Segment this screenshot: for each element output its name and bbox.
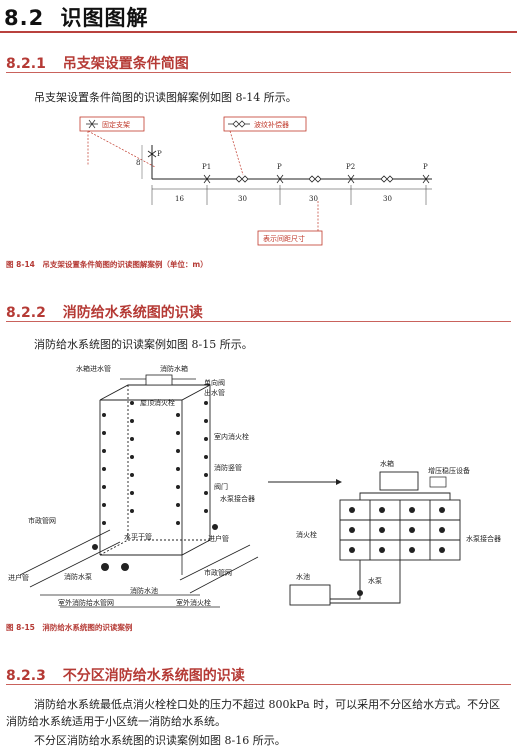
paragraph-821: 吊支架设置条件简图的识读图解案例如图 8-14 所示。 — [34, 91, 297, 104]
svg-text:市政管网: 市政管网 — [28, 516, 56, 525]
svg-text:30: 30 — [309, 195, 318, 203]
figure-8-15-diagram: 水箱进水管 消防水箱 单向阀 出水管 屋顶消火栓 室内消火栓 消防竖管 阀门 水… — [8, 364, 501, 608]
callout-box-fixed — [79, 116, 145, 132]
pressure-device — [429, 476, 447, 488]
pump-pipes — [330, 560, 401, 604]
svg-text:P: P — [423, 163, 428, 171]
compensator-marks — [235, 175, 394, 183]
water-tank-right — [379, 471, 419, 491]
svg-text:8: 8 — [136, 159, 140, 167]
subsection-rule — [6, 321, 511, 322]
svg-text:消火栓: 消火栓 — [296, 530, 317, 539]
svg-text:出水管: 出水管 — [204, 388, 225, 397]
callout-spacing-text: 表示间距尺寸 — [263, 234, 305, 243]
svg-text:16: 16 — [175, 195, 184, 203]
svg-text:消防水箱: 消防水箱 — [160, 364, 188, 373]
svg-text:水箱进水管: 水箱进水管 — [76, 364, 111, 373]
pump-icon — [357, 590, 363, 596]
subsection-rule — [6, 72, 511, 73]
fixed-support-icon — [86, 119, 98, 129]
svg-text:增压稳压设备: 增压稳压设备 — [428, 466, 470, 475]
roof-tank — [145, 374, 173, 386]
subsection-rule — [6, 684, 511, 685]
figure-8-14-diagram: 固定支架 波纹补偿器 P 8 P1 P P2 P 16 30 30 30 — [79, 116, 432, 246]
dimension-line — [151, 185, 432, 205]
svg-text:30: 30 — [383, 195, 392, 203]
svg-text:水平干管: 水平干管 — [124, 532, 152, 541]
svg-text:进户管: 进户管 — [8, 573, 29, 582]
building-frame — [99, 384, 211, 556]
section-title: 8.2 识图图解 — [4, 6, 149, 30]
svg-text:进户管: 进户管 — [208, 534, 229, 543]
ground-pipes — [19, 529, 259, 608]
svg-text:消防水泵: 消防水泵 — [64, 572, 92, 581]
compensator-icon — [228, 120, 250, 128]
paragraph-823-2: 不分区消防给水系统图的识读案例如图 8-16 所示。 — [34, 734, 286, 747]
svg-text:30: 30 — [238, 195, 247, 203]
subsection-heading-823: 8.2.3 不分区消防给水系统图的识读 — [6, 668, 245, 684]
left-labels: 水箱进水管 消防水箱 单向阀 出水管 屋顶消火栓 室内消火栓 消防竖管 阀门 水… — [8, 364, 255, 607]
water-pool — [289, 584, 331, 606]
svg-text:水泵接合器: 水泵接合器 — [220, 494, 255, 503]
pumps — [92, 524, 218, 571]
hydrant-network — [339, 492, 461, 561]
hydrant-dots-right — [349, 507, 445, 553]
svg-text:室外消火栓: 室外消火栓 — [176, 598, 211, 607]
svg-text:水箱: 水箱 — [380, 459, 394, 468]
svg-text:P: P — [157, 150, 162, 158]
svg-text:阀门: 阀门 — [214, 482, 228, 491]
hydrant-dots — [102, 401, 208, 525]
svg-text:室外消防给水管网: 室外消防给水管网 — [58, 598, 114, 607]
subsection-heading-821: 8.2.1 吊支架设置条件简图 — [6, 56, 189, 72]
figure-caption-8-14: 图 8-14 吊支架设置条件简图的识读图解案例（单位：m） — [6, 260, 208, 269]
svg-text:消防水池: 消防水池 — [130, 586, 158, 595]
svg-text:P: P — [277, 163, 282, 171]
support-marks — [203, 174, 430, 184]
callout-box-compensator — [223, 116, 307, 132]
callout-box-spacing — [257, 230, 323, 246]
section-title-rule — [0, 31, 517, 33]
svg-text:室内消火栓: 室内消火栓 — [214, 432, 249, 441]
subsection-heading-822: 8.2.2 消防给水系统图的识读 — [6, 305, 203, 321]
svg-text:水池: 水池 — [296, 572, 310, 581]
svg-text:P1: P1 — [202, 163, 211, 171]
paragraph-822: 消防给水系统图的识读案例如图 8-15 所示。 — [34, 338, 253, 351]
svg-text:屋顶消火栓: 屋顶消火栓 — [140, 398, 175, 407]
svg-text:市政管网: 市政管网 — [204, 568, 232, 577]
svg-text:消防竖管: 消防竖管 — [214, 463, 242, 472]
svg-text:水泵: 水泵 — [368, 576, 382, 585]
svg-text:单向阀: 单向阀 — [204, 378, 225, 387]
callout-fixed-text: 固定支架 — [102, 120, 130, 129]
callout-compensator-text: 波纹补偿器 — [254, 120, 289, 129]
paragraph-823-1: 消防给水系统最低点消火栓栓口处的压力不超过 800kPa 时，可以采用不分区给水… — [6, 698, 501, 728]
figure-caption-8-15: 图 8-15 消防给水系统图的识读案例 — [6, 623, 133, 632]
svg-text:P2: P2 — [346, 163, 355, 171]
svg-text:水泵接合器: 水泵接合器 — [466, 534, 501, 543]
